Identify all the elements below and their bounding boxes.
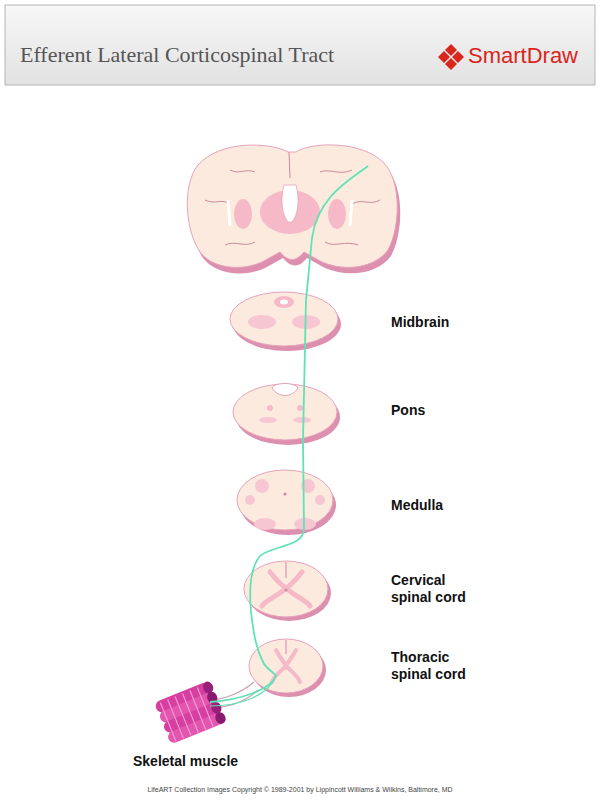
midbrain-section bbox=[230, 292, 341, 351]
section-label: Cervical spinal cord bbox=[391, 572, 483, 606]
logo-icon bbox=[438, 44, 464, 70]
section-label: Thoracic spinal cord bbox=[391, 649, 483, 683]
page-title: Efferent Lateral Corticospinal Tract bbox=[20, 42, 420, 68]
copyright-note: LifeART Collection Images Copyright © 19… bbox=[0, 786, 600, 794]
cervical-cord-section bbox=[244, 561, 331, 621]
thoracic-cord-section bbox=[249, 639, 326, 697]
section-label: Pons bbox=[391, 402, 541, 419]
section-label: Midbrain bbox=[391, 314, 541, 331]
logo-text: SmartDraw bbox=[468, 43, 588, 69]
medulla-section bbox=[237, 470, 336, 535]
muscle-label: Skeletal muscle bbox=[133, 753, 293, 770]
skeletal-muscle bbox=[154, 680, 227, 745]
brain-section bbox=[187, 145, 400, 274]
tract-line bbox=[210, 166, 368, 702]
tract-line bbox=[210, 676, 276, 706]
pons-section bbox=[233, 384, 340, 446]
section-label: Medulla bbox=[391, 497, 541, 514]
header-bar bbox=[5, 5, 595, 85]
